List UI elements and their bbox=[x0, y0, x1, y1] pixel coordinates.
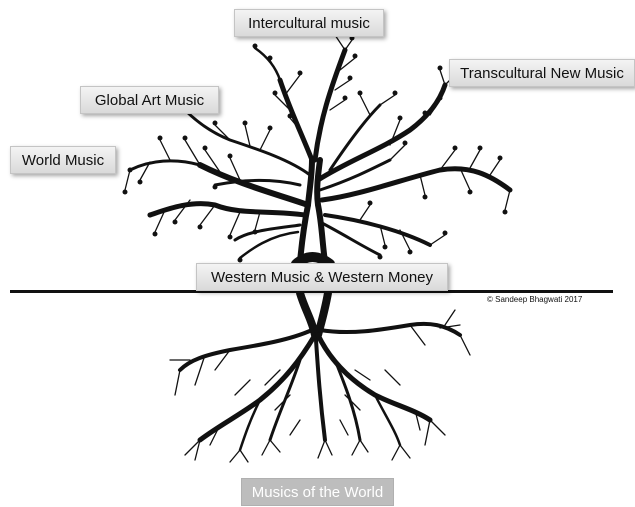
label-world-music: World Music bbox=[10, 146, 116, 174]
copyright-notice: © Sandeep Bhagwati 2017 bbox=[487, 295, 583, 304]
label-transcultural-new-music: Transcultural New Music bbox=[449, 59, 635, 87]
leaves bbox=[122, 30, 508, 263]
tree-roots bbox=[169, 289, 471, 463]
label-western-music-money: Western Music & Western Money bbox=[196, 263, 448, 291]
label-global-art-music: Global Art Music bbox=[80, 86, 219, 114]
label-musics-of-the-world: Musics of the World bbox=[241, 478, 394, 506]
label-intercultural-music: Intercultural music bbox=[234, 9, 384, 37]
tree-canopy bbox=[122, 30, 513, 269]
ground-line bbox=[10, 290, 613, 293]
